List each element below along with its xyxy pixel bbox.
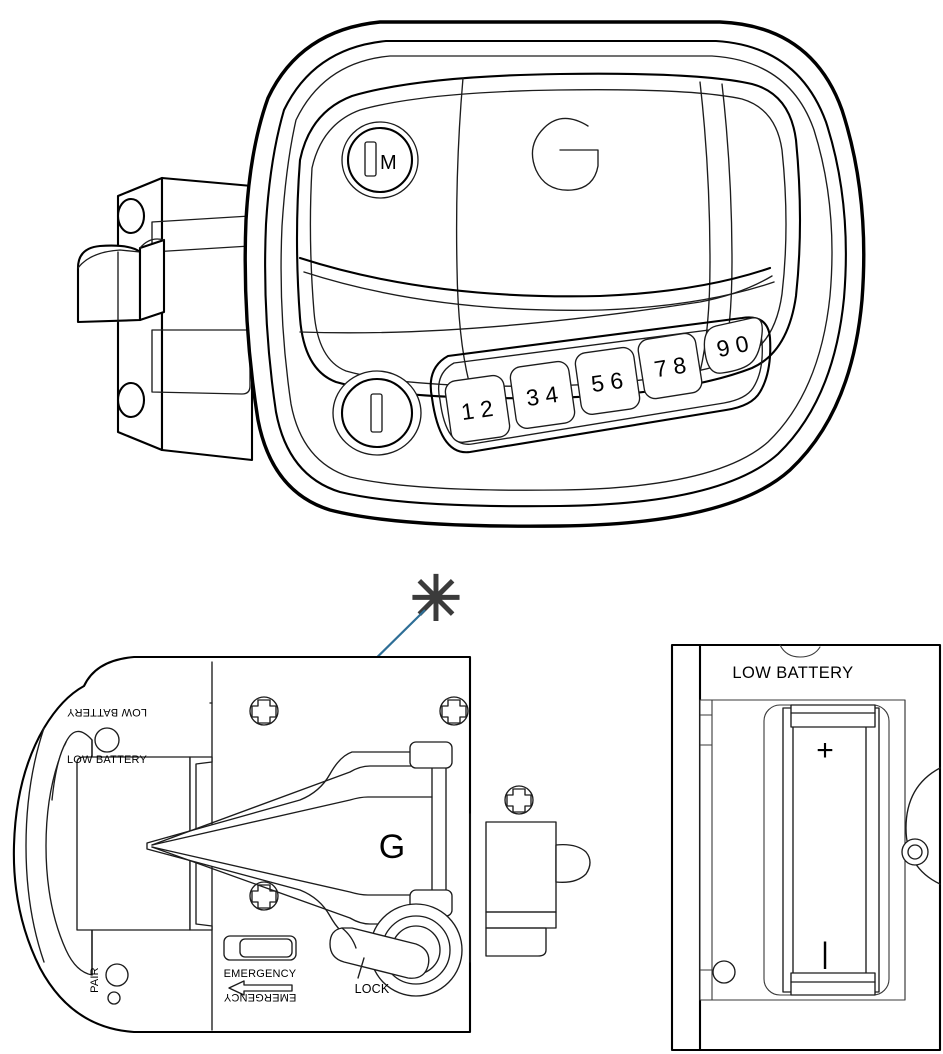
keypad-housing bbox=[299, 275, 773, 454]
rear-interior-view: LOW BATTERY LOW BATTERY PAIR bbox=[12, 655, 591, 1034]
emergency-switch[interactable] bbox=[223, 935, 297, 961]
screw-mid-right bbox=[504, 785, 534, 815]
emergency-label: EMERGENCY bbox=[224, 968, 297, 980]
key-label: 5 6 bbox=[589, 367, 624, 397]
screw-top-right bbox=[439, 696, 469, 726]
g-thumbturn-handle[interactable]: G bbox=[146, 741, 453, 939]
battery-side-grommet bbox=[901, 767, 941, 885]
screw-bottom-left bbox=[249, 881, 279, 911]
unlock-button[interactable] bbox=[332, 370, 422, 456]
latch-faceplate bbox=[76, 176, 254, 462]
pair-label: PAIR bbox=[89, 967, 101, 993]
brand-logo-g bbox=[531, 117, 599, 191]
main-lock-view: M 1 2 3 4 5 6 bbox=[76, 20, 866, 528]
master-button-label: M bbox=[380, 152, 397, 174]
key-78[interactable]: 7 8 bbox=[637, 332, 704, 400]
rear-bolt-block bbox=[469, 813, 591, 963]
lock-face-recess bbox=[295, 72, 802, 400]
battery-title: LOW BATTERY bbox=[732, 664, 853, 682]
low-battery-label-mirrored: LOW BATTERY bbox=[67, 706, 147, 718]
keypad: 1 2 3 4 5 6 7 8 9 0 bbox=[444, 317, 763, 444]
low-battery-indicator: LOW BATTERY LOW BATTERY bbox=[67, 706, 148, 766]
asterisk-marker: ✳ bbox=[410, 565, 462, 634]
battery-positive-terminal: + bbox=[816, 734, 834, 767]
pair-indicator: PAIR bbox=[89, 963, 129, 1005]
low-battery-label: LOW BATTERY bbox=[67, 754, 147, 766]
screw-top-left bbox=[249, 696, 279, 726]
battery-housing-block bbox=[76, 756, 213, 931]
key-90[interactable]: 9 0 bbox=[703, 317, 763, 374]
key-label: 1 2 bbox=[459, 395, 494, 425]
battery-negative-terminal: | bbox=[821, 937, 829, 970]
key-label: 7 8 bbox=[652, 352, 688, 383]
lock-label: LOCK bbox=[355, 982, 390, 996]
key-56[interactable]: 5 6 bbox=[574, 346, 641, 416]
emergency-arrow-icon bbox=[228, 980, 293, 996]
key-12[interactable]: 1 2 bbox=[444, 374, 511, 444]
lock-outer-shell bbox=[243, 20, 866, 528]
g-handle-logo: G bbox=[379, 828, 405, 866]
master-button[interactable]: M bbox=[341, 121, 419, 199]
emergency-labels: EMERGENCY EMERGENCY bbox=[223, 968, 297, 1003]
emergency-label-mirrored: EMERGENCY bbox=[223, 991, 296, 1003]
key-label: 3 4 bbox=[524, 381, 559, 411]
lock-lever[interactable]: LOCK bbox=[329, 903, 463, 997]
battery-compartment-view: LOW BATTERY + | bbox=[670, 643, 942, 1052]
key-34[interactable]: 3 4 bbox=[509, 360, 576, 430]
